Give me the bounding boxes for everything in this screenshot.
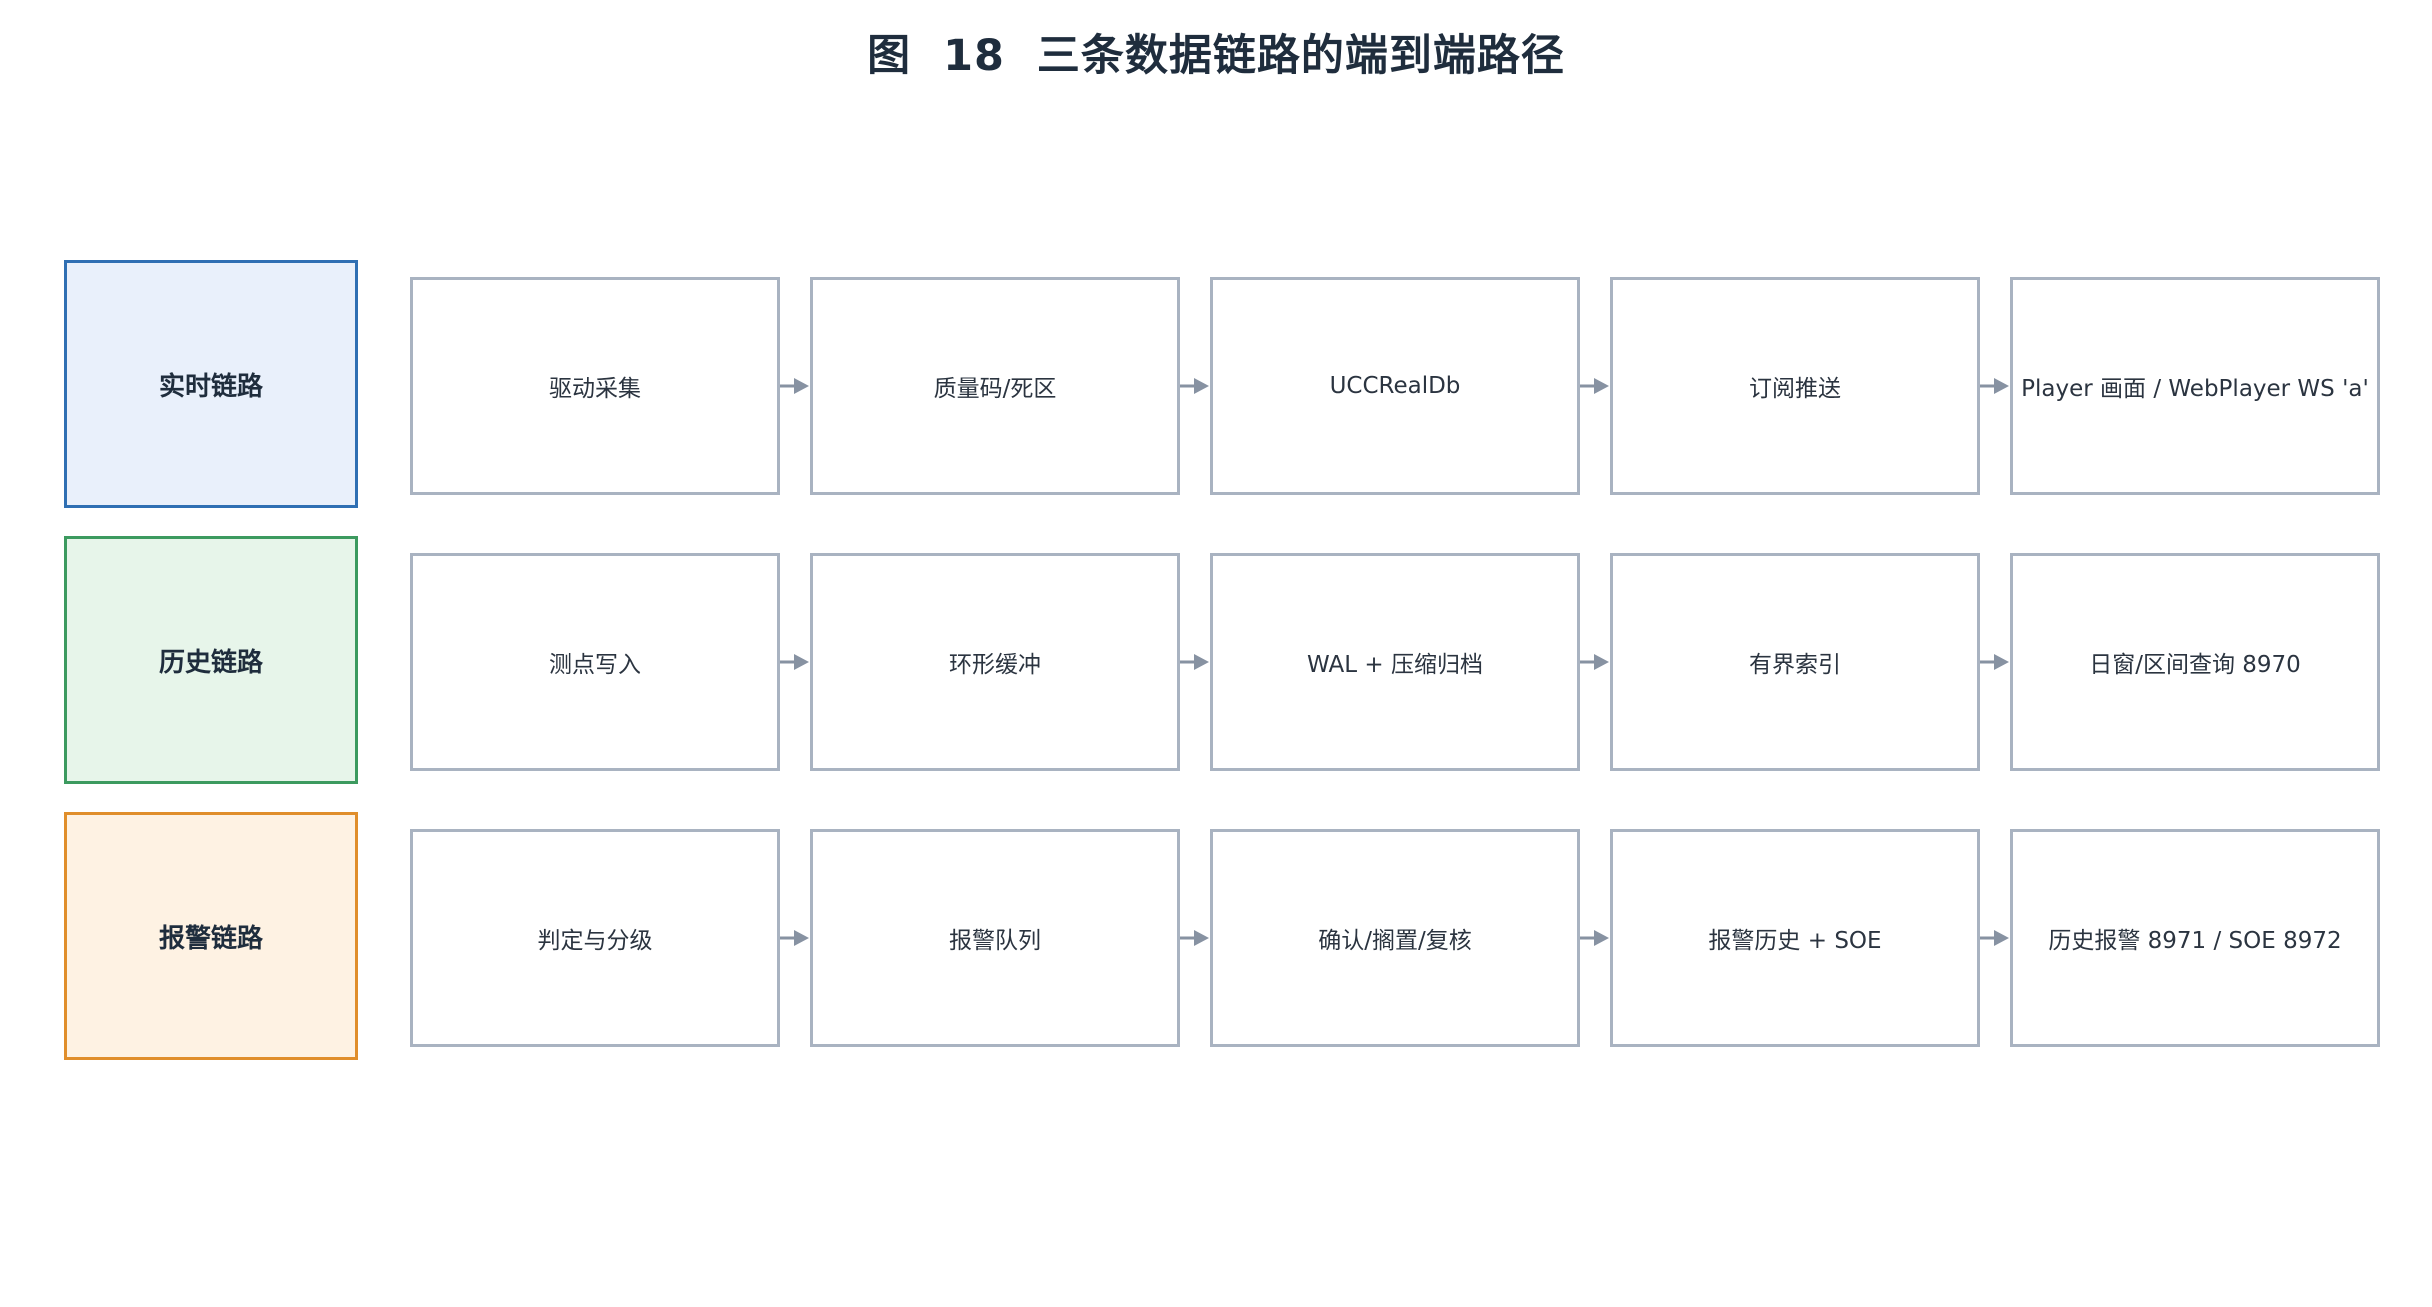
step-box: UCCRealDb (1210, 277, 1580, 495)
arrow-head (1994, 378, 2009, 394)
arrow-head (1194, 378, 1209, 394)
lane-label-text: 报警链路 (158, 923, 263, 954)
arrow-head (1594, 378, 1609, 394)
arrow-head (794, 378, 809, 394)
step-box: 报警队列 (810, 829, 1180, 1047)
arrow-head (1594, 654, 1609, 670)
arrows-history (780, 654, 2009, 670)
arrow-head (794, 654, 809, 670)
step-box: WAL + 压缩归档 (1210, 553, 1580, 771)
step-box: 报警历史 + SOE (1610, 829, 1980, 1047)
step-box: 质量码/死区 (810, 277, 1180, 495)
step-box: 测点写入 (410, 553, 780, 771)
step-box: 日窗/区间查询 8970 (2010, 553, 2380, 771)
lane-label-text: 实时链路 (158, 371, 263, 402)
lane-label-history: 历史链路 (64, 536, 358, 784)
figure-title: 图 18 三条数据链路的端到端路径 (867, 31, 1565, 81)
arrow-head (1194, 654, 1209, 670)
arrow-head (794, 930, 809, 946)
step-box: 订阅推送 (1610, 277, 1980, 495)
step-box: 环形缓冲 (810, 553, 1180, 771)
step-box: 驱动采集 (410, 277, 780, 495)
step-box: 有界索引 (1610, 553, 1980, 771)
lane-label-realtime: 实时链路 (64, 260, 358, 508)
step-box: Player 画面 / WebPlayer WS 'a' (2010, 277, 2380, 495)
lane-label-text: 历史链路 (158, 647, 263, 678)
arrow-head (1594, 930, 1609, 946)
arrows-alarm (780, 930, 2009, 946)
arrows-realtime (780, 378, 2009, 394)
arrow-head (1994, 654, 2009, 670)
arrow-head (1194, 930, 1209, 946)
step-box: 确认/搁置/复核 (1210, 829, 1580, 1047)
step-box: 判定与分级 (410, 829, 780, 1047)
lane-label-alarm: 报警链路 (64, 812, 358, 1060)
step-box: 历史报警 8971 / SOE 8972 (2010, 829, 2380, 1047)
arrow-head (1994, 930, 2009, 946)
